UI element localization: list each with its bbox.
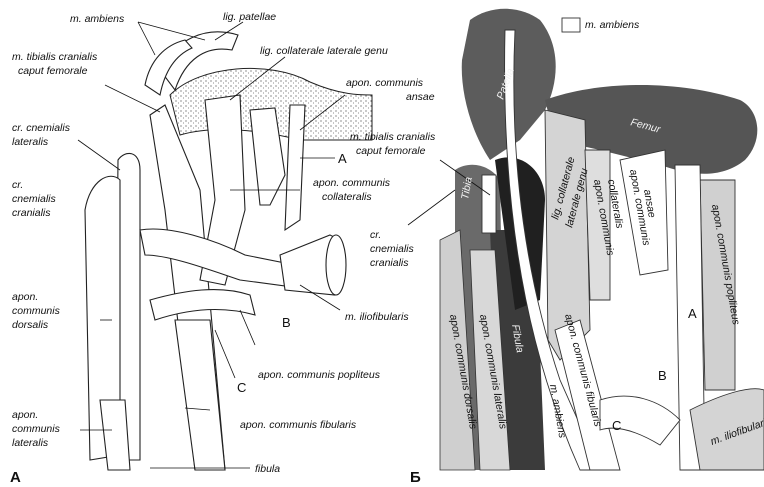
letter-c-left: C	[237, 380, 246, 395]
label-apon-ansae-1: apon. communis	[346, 77, 424, 89]
letter-a-left: A	[338, 151, 347, 166]
ambiens-marker	[562, 18, 580, 32]
tibialis-marker	[482, 175, 496, 233]
label-apon-dorsalis-3: dorsalis	[12, 319, 49, 331]
label-cr-cranialis-1: cr.	[12, 179, 23, 191]
label-b-cr-cranialis-2: cnemialis	[370, 243, 415, 255]
label-m-ambiens: m. ambiens	[70, 13, 125, 25]
label-cr-lateralis-2: lateralis	[12, 136, 49, 148]
label-apon-popliteus: apon. communis popliteus	[258, 369, 381, 381]
label-cr-cranialis-3: cranialis	[12, 207, 51, 219]
letter-b-right: B	[658, 368, 667, 383]
panel-label-b: Б	[410, 469, 421, 486]
label-m-tibialis-1: m. tibialis cranialis	[12, 51, 98, 63]
label-apon-collateralis-2: collateralis	[322, 191, 372, 203]
label-lig-collaterale: lig. collaterale laterale genu	[260, 45, 388, 57]
label-b-m-tibialis-1: m. tibialis cranialis	[350, 131, 436, 143]
label-apon-dorsalis-2: communis	[12, 305, 61, 317]
label-m-iliofibularis: m. iliofibularis	[345, 311, 409, 323]
label-apon-lateralis-3: lateralis	[12, 437, 49, 449]
letter-b-left: B	[282, 315, 291, 330]
apon-fibularis-shape	[175, 320, 225, 470]
label-apon-lateralis-2: communis	[12, 423, 61, 435]
label-cr-cranialis-2: cnemialis	[12, 193, 57, 205]
label-m-tibialis-2: caput femorale	[18, 65, 88, 77]
label-b-cr-cranialis-1: cr.	[370, 229, 381, 241]
label-fibula: fibula	[255, 463, 280, 475]
label-apon-fibularis: apon. communis fibularis	[240, 419, 357, 431]
label-apon-ansae-2: ansae	[406, 91, 435, 103]
panel-label-a: А	[10, 469, 21, 486]
label-b-m-tibialis-2: caput femorale	[356, 145, 426, 157]
panel-b: m. ambiens Patella Femur m. tibialis cra…	[350, 0, 764, 487]
m-iliofibularis-end	[326, 235, 346, 295]
apon-lateralis-shape	[100, 400, 130, 470]
label-apon-collateralis-1: apon. communis	[313, 177, 391, 189]
label-b-m-ambiens: m. ambiens	[585, 19, 640, 31]
label-apon-lateralis-1: apon.	[12, 409, 38, 421]
label-lig-patellae: lig. patellae	[223, 11, 276, 23]
label-cr-lateralis-1: cr. cnemialis	[12, 122, 71, 134]
letter-a-right: A	[688, 306, 697, 321]
letter-c-right: C	[612, 418, 621, 433]
label-apon-dorsalis-1: apon.	[12, 291, 38, 303]
label-b-cr-cranialis-3: cranialis	[370, 257, 409, 269]
